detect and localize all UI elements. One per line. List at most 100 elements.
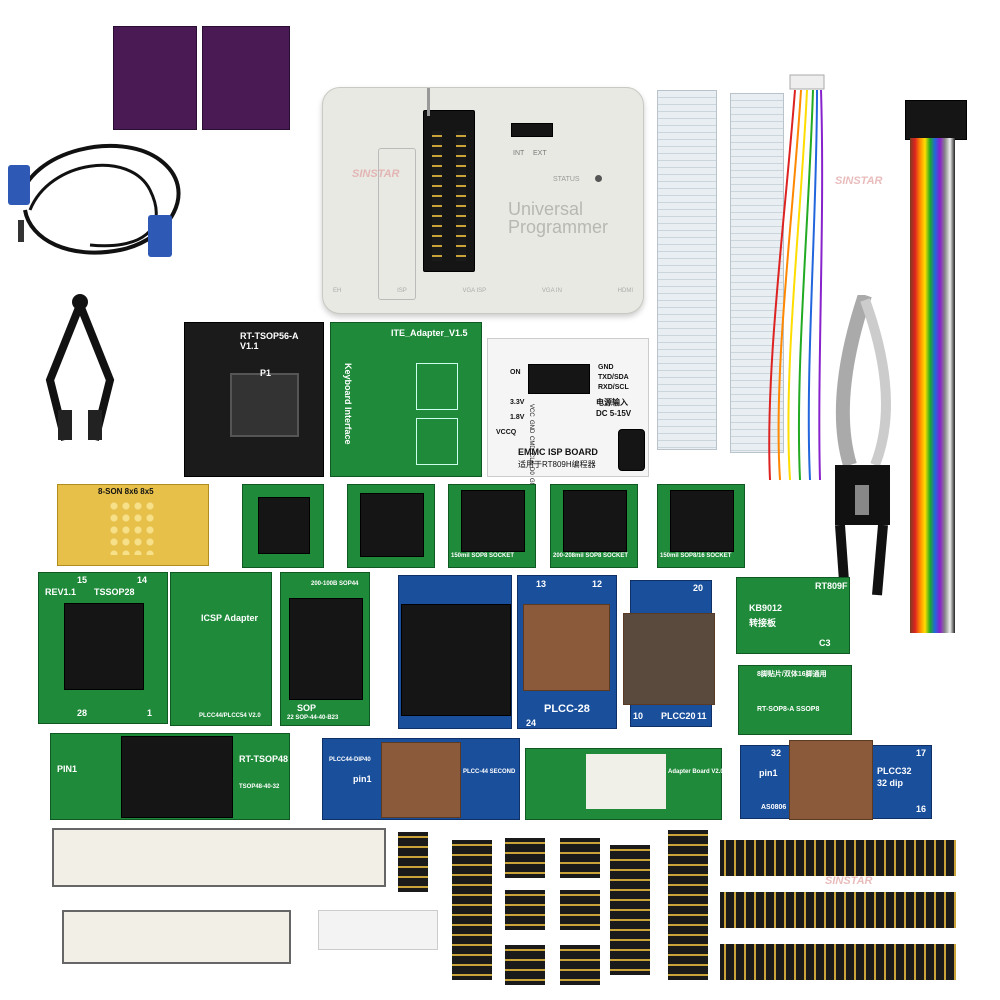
soic-test-clip <box>835 295 891 596</box>
sop44-bottom: 22 SOP-44-40-B23 <box>287 715 339 721</box>
sop8-ssop8-cn: 8脚贴片/双体16脚通用 <box>757 671 827 678</box>
mode-switch[interactable] <box>511 123 553 137</box>
purple-pcb-sheet-left <box>113 26 197 130</box>
sop8-200-socket: 200-208mil SOP8 SOCKET <box>550 484 638 568</box>
plcc28-pin13: 13 <box>536 579 547 589</box>
switch-label-int: INT <box>513 150 525 157</box>
emmc-on-label: ON <box>510 369 521 376</box>
port-label-vga-isp: VGA ISP <box>462 288 487 294</box>
pin-header-long-3 <box>720 944 956 980</box>
sop8-150-label: 150mil SOP8 SOCKET <box>451 553 515 559</box>
jumper-wires <box>768 74 825 481</box>
kb9012-chip: KB9012 <box>749 603 783 613</box>
plcc20-pin11: 11 <box>697 711 707 721</box>
pin-header-5 <box>505 890 545 930</box>
emmc-pin-cmd: CMD <box>528 436 534 450</box>
vga-cable <box>8 144 181 257</box>
ffc-ribbon-cable-left <box>657 90 717 450</box>
emmc-pin-d0: D0 <box>528 467 534 476</box>
watermark-bottom-right: SINSTAR <box>825 875 873 887</box>
status-label: STATUS <box>553 176 580 183</box>
plcc44-side: pin1 <box>353 774 372 784</box>
emmc-header <box>528 364 590 394</box>
sop44-sub: 200-100B SOP44 <box>311 581 359 587</box>
pin-header-3 <box>505 838 545 878</box>
bottom-port-labels: EH ISP VGA ISP VGA IN HDMI <box>333 288 633 294</box>
chip-clip-tool <box>45 294 115 441</box>
emmc-pin-rxd: RXD/SCL <box>598 384 629 391</box>
port-label-isp: ISP <box>397 288 407 294</box>
plcc20-pin10: 10 <box>633 711 644 721</box>
tsop56-pin-label: P1 <box>260 368 272 378</box>
emmc-pin-vcc: VCC <box>528 404 534 417</box>
plcc32-pin17: 17 <box>916 748 927 758</box>
tsop56-sub: V1.1 <box>240 341 259 351</box>
idc-connector-top <box>905 100 967 140</box>
sop8-150-socket <box>347 484 435 568</box>
status-led <box>595 175 602 182</box>
tsop56-adapter: RT-TSOP56-A V1.1 P1 <box>184 322 324 477</box>
ite-label: ITE_Adapter_V1.5 <box>391 328 468 338</box>
emmc-isp-board: GND TXD/SDA RXD/SCL ON 3.3V 1.8V VCCQ 电源… <box>487 338 649 491</box>
plcc32-label: PLCC32 <box>877 766 912 776</box>
plcc32-pin32: 32 <box>771 748 782 758</box>
pin-header-4 <box>560 838 600 878</box>
emmc-pin-gnd: GND <box>598 364 614 371</box>
plcc32-pin1: pin1 <box>759 768 778 778</box>
plcc28-label: PLCC-28 <box>544 703 590 715</box>
icsp-adapter: ICSP Adapter PLCC44/PLCC54 V2.0 <box>170 572 272 726</box>
pin-header-7 <box>505 945 545 985</box>
pin-header-2 <box>452 840 492 980</box>
sop16-150-label: 150mil SOP8/16 SOCKET <box>660 553 732 559</box>
plcc44-adapter: PLCC44-DIP40 pin1 PLCC-44 SECOND <box>322 738 520 820</box>
chip-outline-guide <box>378 148 416 300</box>
ffc-ribbon-cable-right <box>730 93 784 453</box>
tssop28-pin14: 14 <box>137 575 148 585</box>
switch-label-ext: EXT <box>533 150 547 157</box>
emmc-v18: 1.8V <box>510 414 525 421</box>
emmc-pin-clk: CLK <box>528 452 534 465</box>
ite-side-label: Keyboard Interface <box>343 363 353 445</box>
plcc20-adapter: 20 10 PLCC20 11 <box>623 580 715 727</box>
tsop56-socket <box>230 373 299 437</box>
port-label-eh: EH <box>333 288 342 294</box>
sop16-150-socket: 150mil SOP8/16 SOCKET <box>657 484 745 568</box>
emmc-pin-gnd2: GND <box>528 419 534 434</box>
plcc44-label: PLCC44-DIP40 <box>329 757 371 763</box>
plcc28-pin12: 12 <box>592 579 603 589</box>
tssop28-sub: REV1.1 <box>45 587 77 597</box>
ite-adapter: ITE_Adapter_V1.5 Keyboard Interface <box>330 322 482 477</box>
tsop32-adapter <box>398 575 512 729</box>
emmc-v33: 3.3V <box>510 399 525 406</box>
emmc-vccq: VCCQ <box>496 429 517 436</box>
plcc28-pin24: 24 <box>526 718 537 728</box>
purple-pcb-sheet-right <box>202 26 290 130</box>
plcc32-bottom: AS0806 <box>761 804 787 811</box>
sop44-label: SOP <box>297 703 317 713</box>
emmc-title: EMMC ISP BOARD <box>518 447 598 457</box>
watermark-programmer: SINSTAR <box>352 168 400 180</box>
ffc-connector-large <box>52 828 386 887</box>
programmer-title-line2: Programmer <box>508 217 609 237</box>
pin-header-6 <box>560 890 600 930</box>
icsp-label: ICSP Adapter <box>201 613 259 623</box>
tssop28-label: TSSOP28 <box>94 587 135 597</box>
tsop48-label: RT-TSOP48 <box>239 754 289 764</box>
universal-programmer: INT EXT STATUS Universal Programmer EH I… <box>322 87 644 314</box>
tssop28-pin1-bottom: 1 <box>147 708 153 718</box>
pin-header-long-2 <box>720 892 956 928</box>
sop8-adapter-small <box>242 484 324 568</box>
pin-header-10 <box>668 830 708 980</box>
sop28-adapter: Adapter Board V2.0 <box>525 748 724 820</box>
kb9012-c3: C3 <box>819 638 831 648</box>
zif-lever[interactable] <box>427 88 430 116</box>
plcc32-pin16: 16 <box>916 804 927 814</box>
pin-header-long-1 <box>720 840 956 876</box>
pin-header-9 <box>610 845 650 975</box>
tssop28-pin15: 15 <box>77 575 88 585</box>
emmc-pin-row: VCC GND CMD CLK D0 GND <box>528 404 534 491</box>
pin-header-8 <box>560 945 600 985</box>
vga-connector-right <box>148 215 172 257</box>
sop8-150-socket-2: 150mil SOP8 SOCKET <box>448 484 536 568</box>
emmc-pin-txd: TXD/SDA <box>598 374 629 381</box>
